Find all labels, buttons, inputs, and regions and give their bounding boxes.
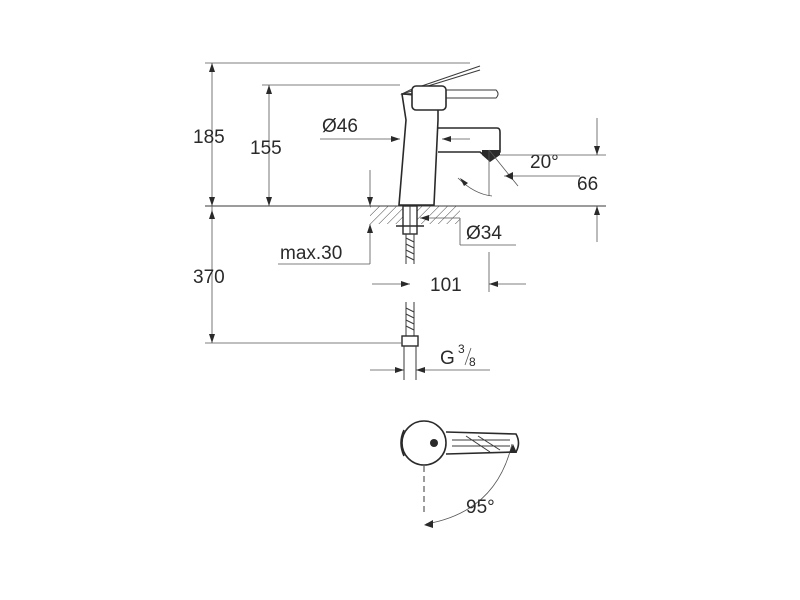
dim-66-label: 66	[577, 174, 598, 195]
top-view: 95°	[400, 420, 520, 528]
dim-95deg-label: 95°	[466, 497, 495, 518]
top-spout-mark	[430, 439, 438, 447]
side-view: 185 155 Ø46 20° 66 max.30	[193, 62, 606, 380]
dim-185-label: 185	[193, 127, 225, 148]
dim-155-label: 155	[250, 138, 282, 159]
dim-101-label: 101	[430, 275, 462, 296]
hose-end	[405, 302, 415, 336]
dim-d46-label: Ø46	[322, 116, 358, 137]
lever-cap	[411, 85, 447, 111]
dim-thread-num: 3	[458, 342, 465, 356]
supply-hose	[405, 234, 415, 264]
dim-d34-label: Ø34	[466, 223, 502, 244]
dim-370-label: 370	[193, 267, 225, 288]
dim-thread-den: 8	[469, 355, 476, 369]
dim-20deg-label: 20°	[530, 152, 559, 173]
top-lever	[445, 431, 520, 455]
hose-fitting	[401, 335, 419, 347]
top-body	[401, 420, 447, 466]
dim-max30-label: max.30	[280, 243, 342, 264]
dim-thread-g: G	[440, 348, 455, 369]
lever-handle	[400, 89, 499, 99]
